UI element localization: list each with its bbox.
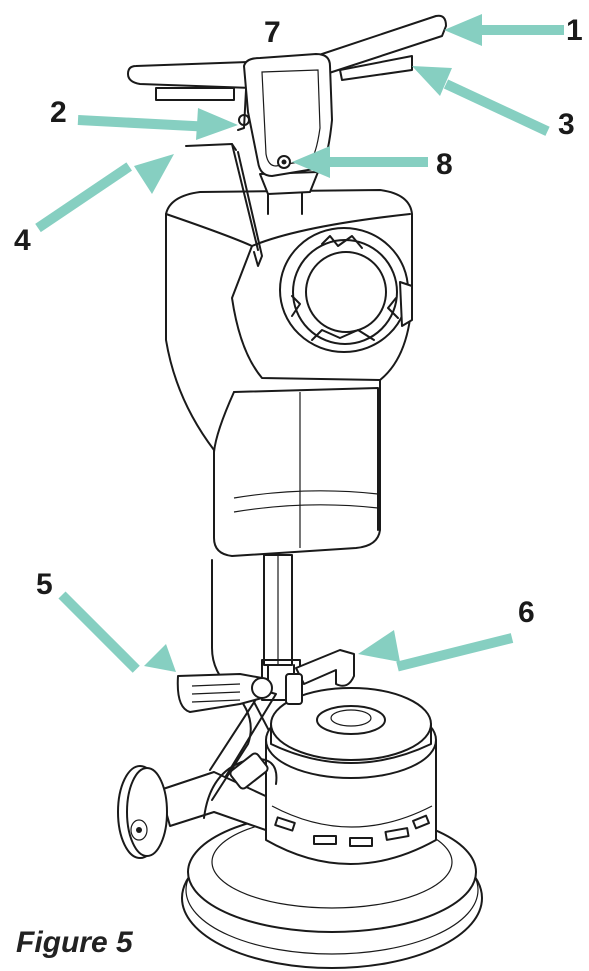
arrow-2 [77,108,238,140]
callout-5: 5 [36,568,53,601]
cable-hook [285,649,355,705]
arrow-3 [412,66,550,136]
motor-housing [265,687,437,865]
upper-shaft [259,171,319,215]
callout-1: 1 [566,14,583,47]
arrow-5 [58,591,176,673]
callout-3: 3 [558,108,575,141]
callout-6: 6 [518,596,535,629]
arrow-8 [292,146,428,178]
arrow-1 [444,14,564,46]
cable-reel [279,227,413,353]
wheel [117,765,168,859]
callout-labels: 1 2 3 4 5 6 7 8 [14,14,583,629]
handlebar [127,14,447,177]
tilt-lever [176,673,273,713]
side-rod [185,143,263,267]
figure-caption: Figure 5 [16,926,133,959]
callout-arrows [35,14,564,673]
arrow-6 [358,630,514,672]
motor-vents [274,814,430,847]
arrow-4 [35,154,174,233]
callout-8: 8 [436,148,453,181]
callout-4: 4 [14,224,31,257]
callout-7: 7 [264,16,281,49]
callout-2: 2 [50,96,67,129]
